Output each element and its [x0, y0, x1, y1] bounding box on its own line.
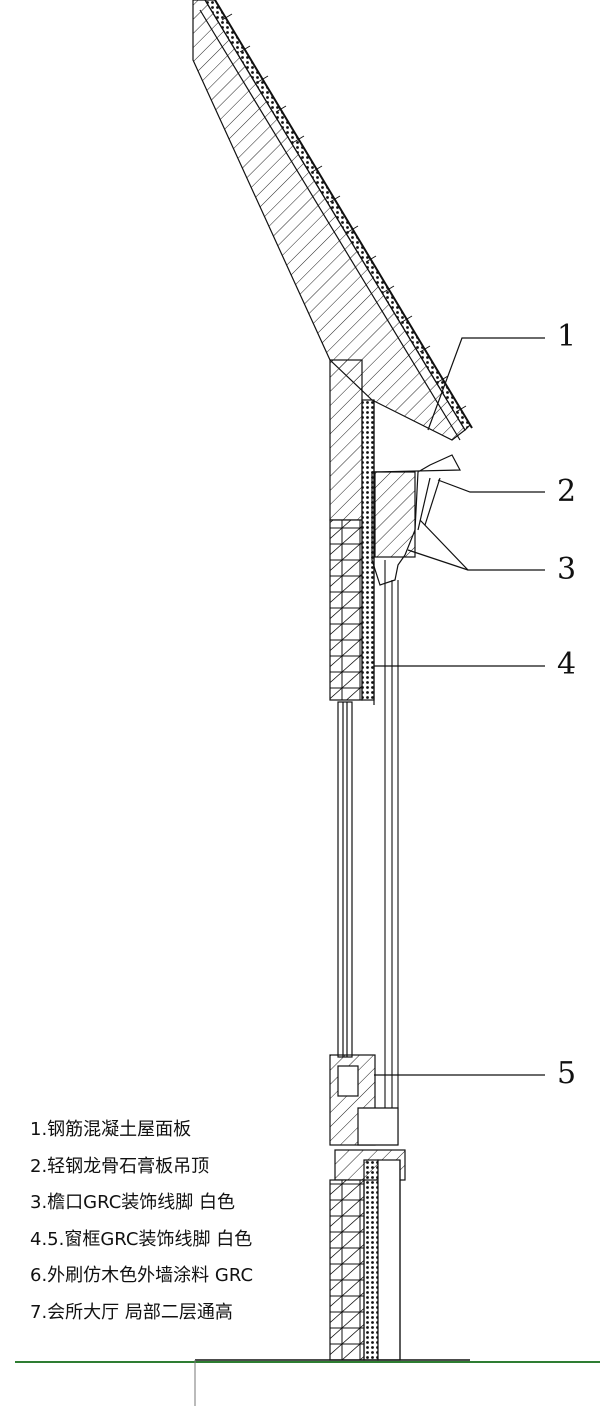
- callout-1: 1: [557, 319, 577, 354]
- legend-item: 3.檐口GRC装饰线脚 白色: [30, 1192, 236, 1213]
- leader-1: [427, 337, 545, 431]
- leader-2: [437, 479, 545, 493]
- callout-3: 3: [557, 552, 577, 587]
- legend-item: 1.钢筋混凝土屋面板: [30, 1119, 192, 1140]
- callout-5: 5: [557, 1056, 577, 1091]
- leader-3: [419, 519, 545, 571]
- roof-assembly: [192, 0, 473, 441]
- callout-2: 2: [557, 474, 577, 509]
- eave-grc-molding: [371, 454, 461, 586]
- lower-wall: [329, 1159, 401, 1361]
- leader-3b: [407, 549, 469, 571]
- callout-4: 4: [557, 647, 577, 682]
- window-glazing: [337, 701, 353, 1058]
- legend-item: 6.外刷仿木色外墙涂料 GRC: [30, 1265, 254, 1286]
- legend-item: 7.会所大厅 局部二层通高: [30, 1301, 233, 1323]
- interior-frame-lines: [384, 560, 399, 1145]
- material-legend: 1.钢筋混凝土屋面板 2.轻钢龙骨石膏板吊顶 3.檐口GRC装饰线脚 白色 4.…: [30, 1118, 253, 1337]
- ceiling-gypsum-board: [374, 471, 416, 558]
- upper-wall: [329, 359, 375, 705]
- leader-lines: [374, 337, 545, 1076]
- legend-item: 4.5.窗框GRC装饰线脚 白色: [30, 1228, 253, 1250]
- roof-tiles: [221, 13, 467, 413]
- legend-item: 2.轻钢龙骨石膏板吊顶: [30, 1155, 210, 1177]
